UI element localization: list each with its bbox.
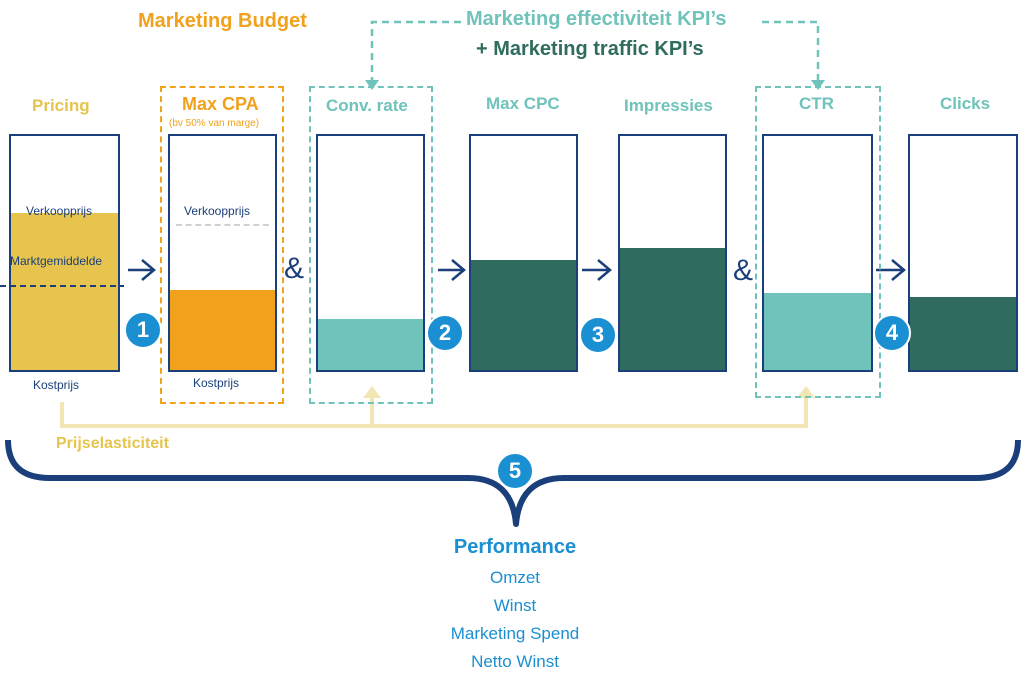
max-cpa-box (168, 134, 277, 372)
step-badge-2: 2 (426, 314, 464, 352)
ctr-title: CTR (799, 94, 834, 113)
performance-brace (5, 439, 1021, 527)
ctr-frame (755, 86, 881, 398)
impressies-box (618, 134, 727, 372)
kpi-arrowhead-left (365, 80, 379, 90)
max-cpc-box (469, 134, 578, 372)
clicks-fill (910, 297, 1016, 370)
ampersand-2: & (733, 254, 754, 287)
arrow-2 (438, 259, 466, 281)
step-badge-5: 5 (496, 452, 534, 490)
marketing-budget-label: Marketing Budget (138, 10, 307, 32)
ctr-fill (764, 292, 871, 370)
performance-item-winst: Winst (493, 596, 537, 615)
impressies-title: Impressies (624, 96, 713, 115)
max-cpa-verkoopprijs-label: Verkoopprijs (184, 204, 251, 218)
kpi-dashed-connector (370, 20, 820, 84)
step-badge-4: 4 (873, 314, 911, 352)
kpi-effectiviteit-label: Marketing effectiviteit KPI’s (466, 8, 727, 30)
max-cpa-title: Max CPA (182, 94, 259, 114)
max-cpc-title: Max CPC (486, 94, 560, 113)
pricing-title: Pricing (32, 96, 90, 115)
kpi-arrowhead-right (811, 80, 825, 90)
ampersand-1: & (284, 252, 305, 285)
performance-item-omzet: Omzet (489, 568, 541, 587)
max-cpa-kostprijs-label: Kostprijs (193, 376, 240, 390)
pricing-fill (11, 213, 118, 370)
performance-item-marketing-spend: Marketing Spend (450, 624, 580, 643)
arrow-1 (128, 259, 156, 281)
pricing-box (9, 134, 120, 372)
conv-rate-box (316, 134, 425, 372)
step-badge-1: 1 (124, 311, 162, 349)
max-cpa-subtitle: (bv 50% van marge) (169, 118, 260, 129)
clicks-title: Clicks (940, 94, 991, 113)
prijselasticiteit-line (60, 398, 808, 428)
conv-rate-frame (309, 86, 433, 404)
max-cpa-verkoopprijs-line (176, 224, 269, 226)
performance-item-netto-winst: Netto Winst (471, 652, 559, 671)
prijselasticiteit-arrowhead-2 (797, 386, 815, 398)
step-badge-3: 3 (579, 316, 617, 354)
pricing-kostprijs-label: Kostprijs (33, 378, 80, 392)
max-cpa-frame (160, 86, 284, 404)
clicks-box (908, 134, 1018, 372)
performance-title: Performance (453, 536, 577, 558)
kpi-traffic-label: + Marketing traffic KPI’s (476, 38, 704, 60)
pricing-verkoopprijs-label: Verkoopprijs (26, 204, 93, 218)
pricing-marktgemiddelde-label: Marktgemiddelde (10, 254, 103, 268)
ctr-box (762, 134, 873, 372)
conv-rate-title: Conv. rate (326, 96, 408, 115)
impressies-fill (620, 248, 725, 370)
marktgemiddelde-line (0, 285, 124, 287)
max-cpc-fill (471, 260, 576, 370)
prijselasticiteit-arrowhead-1 (363, 386, 381, 398)
prijselasticiteit-label: Prijselasticiteit (56, 435, 169, 452)
max-cpa-fill (170, 290, 275, 370)
arrow-3 (582, 259, 612, 281)
conv-rate-fill (318, 318, 423, 370)
